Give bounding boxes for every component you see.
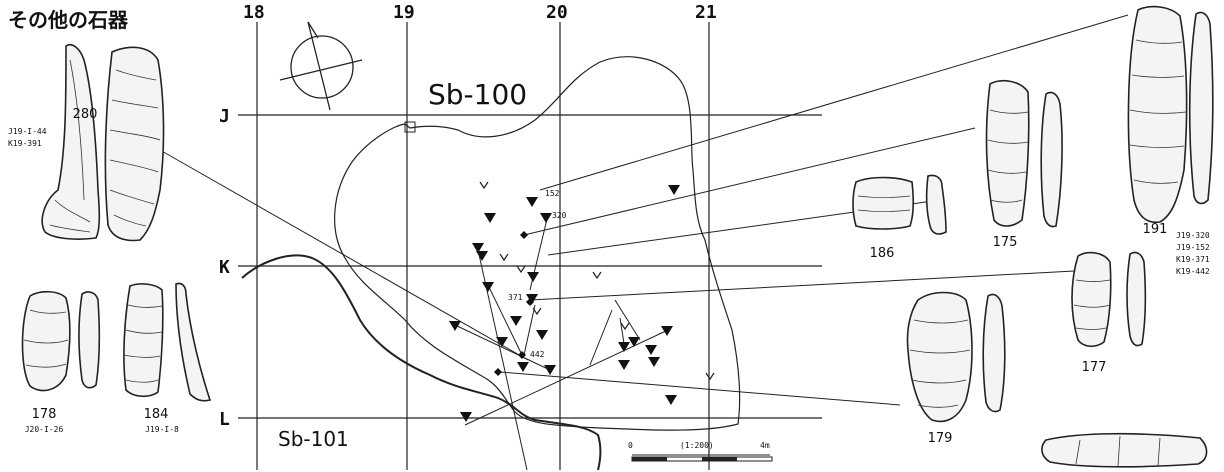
- artifact-ref-191-1: J19-320: [1176, 231, 1210, 240]
- find-spot-markers: [449, 185, 680, 422]
- find-spot-marker: [472, 243, 484, 253]
- find-spot-marker: [628, 337, 640, 347]
- row-label-L: L: [219, 409, 230, 430]
- chevron-marker-icon: [516, 265, 526, 274]
- chevron-marker-icon: [532, 307, 542, 316]
- artifact-id-178: 178: [32, 407, 57, 422]
- scale-bar: 0 (1:200) 4m: [628, 441, 773, 462]
- artifact-drawing-175: 175: [985, 79, 1063, 250]
- row-label-K: K: [219, 257, 230, 278]
- point-label-371: 371: [508, 293, 523, 302]
- find-spot-marker: [536, 330, 548, 340]
- artifact-id-175: 175: [993, 235, 1018, 250]
- artifact-id-177: 177: [1082, 360, 1107, 375]
- artifact-drawing-184: 184 J19-I-8: [123, 282, 212, 434]
- artifact-ref-280-1: J19-I-44: [8, 127, 47, 136]
- chevron-marker-icon: [592, 271, 602, 280]
- find-spot-marker: [449, 321, 461, 331]
- figure-title: その他の石器: [8, 8, 129, 32]
- column-label-21: 21: [695, 2, 717, 23]
- chevron-marker-icon: [479, 181, 489, 190]
- scale-ratio-label: (1:200): [680, 441, 714, 450]
- artifact-id-184: 184: [144, 407, 169, 422]
- find-spot-marker: [618, 360, 630, 370]
- find-spot-marker: [460, 412, 472, 422]
- scale-zero-label: 0: [628, 441, 633, 450]
- artifact-id-191: 191: [1143, 222, 1168, 237]
- diamond-marker-icon: [518, 351, 526, 359]
- grid-corner-marker: [404, 121, 416, 133]
- artifact-drawing-191: 191 J19-320 J19-152 K19-371 K19-442: [1127, 5, 1214, 276]
- find-spot-marker: [661, 326, 673, 336]
- column-label-18: 18: [243, 2, 265, 23]
- artifact-ref-184: J19-I-8: [145, 425, 179, 434]
- artifact-ref-178: J20-I-26: [25, 425, 64, 434]
- find-spot-marker: [618, 342, 630, 352]
- find-spot-marker: [526, 197, 538, 207]
- diamond-marker-icon: [520, 231, 528, 239]
- find-spot-marker: [484, 213, 496, 223]
- artifact-ref-191-3: K19-371: [1176, 255, 1210, 264]
- find-spot-marker: [517, 362, 529, 372]
- diamond-marker-icon: [494, 368, 502, 376]
- column-label-19: 19: [393, 2, 415, 23]
- artifact-id-186: 186: [870, 246, 895, 261]
- chevron-marker-icon: [499, 253, 509, 262]
- artifact-ref-280-2: K19-391: [8, 139, 42, 148]
- north-arrow-icon: [279, 21, 363, 111]
- artifact-id-280: 280: [73, 107, 98, 122]
- find-spot-marker: [540, 213, 552, 223]
- refit-lines: [159, 14, 1129, 471]
- pit-outline-sb-100: [334, 56, 741, 431]
- artifact-drawing-179: 179: [906, 291, 1006, 446]
- pit-label-sb-101: Sb-101: [278, 427, 349, 451]
- point-label-152: 152: [545, 189, 560, 198]
- find-spot-marker: [544, 365, 556, 375]
- scale-length-label: 4m: [760, 441, 770, 450]
- artifact-ref-191-2: J19-152: [1176, 243, 1210, 252]
- find-spot-marker: [496, 337, 508, 347]
- small-markers: [479, 181, 715, 381]
- chevron-marker-icon: [705, 372, 715, 381]
- pit-outline-sb-101: [241, 254, 602, 471]
- artifact-drawing-280: 280 J19-I-44 K19-391: [8, 44, 165, 242]
- artifact-drawing-186: 186: [852, 174, 947, 261]
- diamond-marker-icon: [526, 298, 534, 306]
- point-label-320: 320: [552, 211, 567, 220]
- pit-label-sb-100: Sb-100: [428, 78, 527, 111]
- find-spot-marker: [482, 282, 494, 292]
- artifact-drawing-unlabeled: [1041, 432, 1208, 468]
- grid: 18 19 20 21 J K L: [219, 2, 822, 470]
- artifact-id-179: 179: [928, 431, 953, 446]
- find-spot-marker: [668, 185, 680, 195]
- artifact-drawing-178: 178 J20-I-26: [21, 290, 101, 434]
- find-spot-marker: [510, 316, 522, 326]
- diamond-markers: [494, 231, 534, 376]
- find-spot-marker: [665, 395, 677, 405]
- find-spot-marker: [526, 294, 538, 304]
- artifact-ref-191-4: K19-442: [1176, 267, 1210, 276]
- artifact-drawing-177: 177: [1071, 251, 1147, 375]
- find-spot-marker: [527, 272, 539, 282]
- point-label-442: 442: [530, 350, 545, 359]
- find-spot-marker: [476, 251, 488, 261]
- column-label-20: 20: [546, 2, 568, 23]
- find-spot-marker: [645, 345, 657, 355]
- find-spot-marker: [648, 357, 660, 367]
- chevron-marker-icon: [620, 322, 630, 331]
- row-label-J: J: [219, 106, 230, 127]
